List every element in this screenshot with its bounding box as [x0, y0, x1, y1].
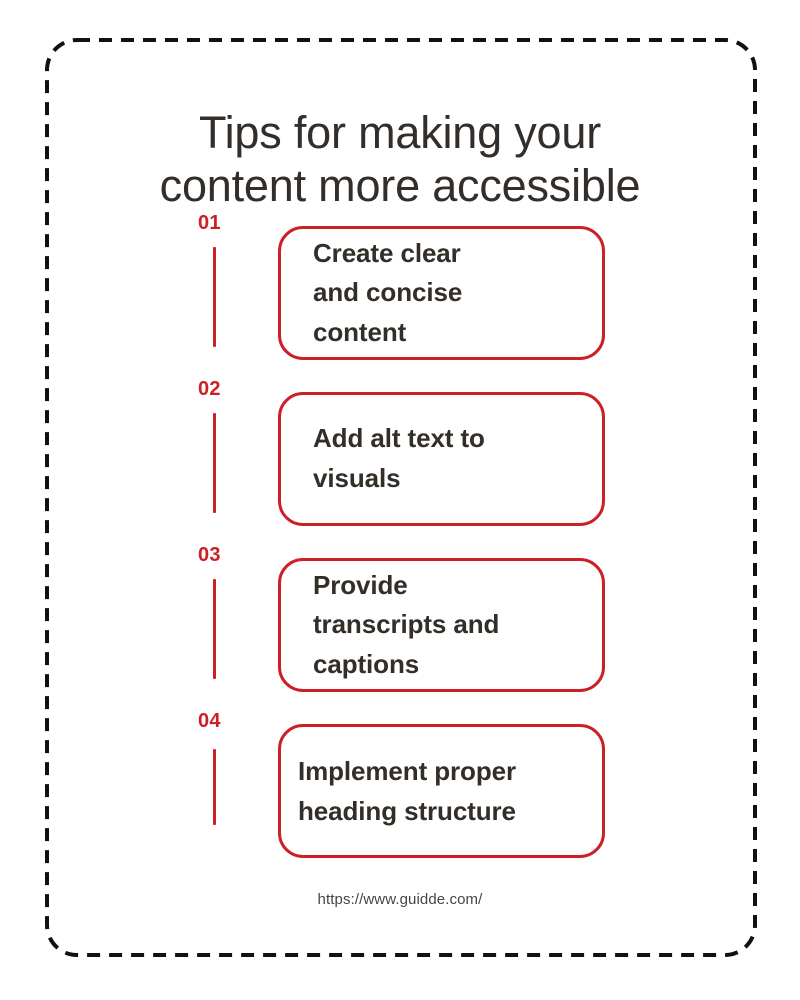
- step-connector-line: [213, 247, 216, 347]
- step-marker-01: 01: [198, 212, 268, 347]
- list-item: 01 Create clear and concise content: [0, 213, 800, 379]
- steps-list: 01 Create clear and concise content 02 A…: [0, 213, 800, 861]
- step-number-label: 03: [198, 544, 221, 566]
- step-number-label: 02: [198, 378, 221, 400]
- step-card-03[interactable]: Provide transcripts and captions: [278, 558, 605, 692]
- step-number-label: 01: [198, 212, 221, 234]
- list-item: 03 Provide transcripts and captions: [0, 545, 800, 711]
- list-item: 04 Implement proper heading structure: [0, 711, 800, 861]
- step-marker-04: 04: [198, 710, 268, 825]
- step-card-text: Add alt text to visuals: [313, 423, 485, 493]
- step-card-01[interactable]: Create clear and concise content: [278, 226, 605, 360]
- step-marker-02: 02: [198, 378, 268, 513]
- footer-url[interactable]: https://www.guidde.com/: [317, 891, 483, 908]
- list-item: 02 Add alt text to visuals: [0, 379, 800, 545]
- step-card-02[interactable]: Add alt text to visuals: [278, 392, 605, 526]
- step-connector-line: [213, 749, 216, 825]
- page-title: Tips for making your content more access…: [159, 107, 641, 212]
- step-connector-line: [213, 579, 216, 679]
- step-marker-03: 03: [198, 544, 268, 679]
- step-number-label: 04: [198, 710, 221, 732]
- step-card-text: Create clear and concise content: [313, 237, 463, 347]
- step-connector-line: [213, 413, 216, 513]
- step-card-04[interactable]: Implement proper heading structure: [278, 724, 605, 858]
- step-card-text: Implement proper heading structure: [298, 755, 516, 826]
- step-card-text: Provide transcripts and captions: [313, 569, 500, 679]
